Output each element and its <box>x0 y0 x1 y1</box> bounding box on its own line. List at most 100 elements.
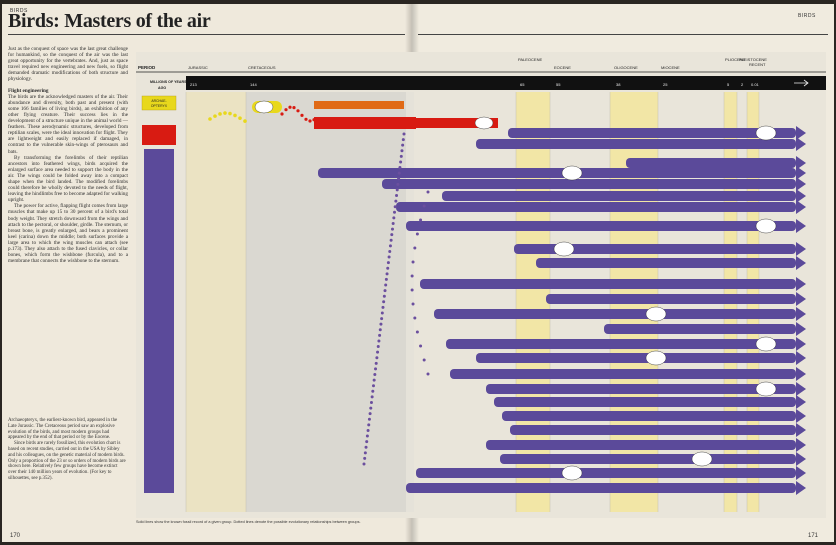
bird-silhouette-icon-8 <box>691 451 713 467</box>
period-label: PERIOD <box>138 65 156 70</box>
archaeopteryx-box <box>141 95 177 111</box>
archaeopteryx-label-2: OPTERYX <box>151 104 168 108</box>
ancestry-dot-main-7 <box>397 171 401 175</box>
modern-lineage-bar-2 <box>626 158 796 168</box>
bird-silhouette-icon-9 <box>561 465 583 481</box>
ancestry-dot-main-40 <box>375 356 379 360</box>
page-number-right: 171 <box>808 533 819 539</box>
modern-lineage-bar-17 <box>486 384 796 394</box>
bird-silhouette-icon-7 <box>755 381 777 397</box>
modern-lineage-arrowhead-3 <box>796 166 806 180</box>
modern-lineage-arrowhead-21 <box>796 438 806 452</box>
ancestry-dot-branch-12 <box>422 358 426 362</box>
modern-lineage-arrowhead-7 <box>796 219 806 233</box>
mya-tick-4: 38 <box>616 82 621 87</box>
archaeopteryx-dot-1 <box>213 114 217 118</box>
archaeopteryx-label-1: ARCHAE- <box>151 99 166 103</box>
period-miocene: MIOCENE <box>661 65 680 70</box>
time-zone-band-2 <box>406 92 414 512</box>
title-rule-right <box>418 34 828 35</box>
ancestry-dot-main-31 <box>381 305 385 309</box>
flight-engineering-heading: Flight engineering <box>8 87 49 94</box>
ancestry-dot-branch-1 <box>422 204 426 208</box>
modern-lineage-arrowhead-24 <box>796 481 806 495</box>
archaeopteryx-dot-3 <box>223 111 227 115</box>
ancestry-dot-branch-10 <box>415 330 419 334</box>
ancestry-dot-main-58 <box>363 456 367 460</box>
modern-lineage-bar-10 <box>420 279 796 289</box>
ancestry-dot-branch-8 <box>411 302 415 306</box>
ancestry-dot-main-50 <box>368 412 372 416</box>
mya-tick-8: 0.01 <box>751 82 760 87</box>
ancestry-dot-branch-3 <box>415 232 419 236</box>
bird-silhouette-icon-1 <box>561 165 583 181</box>
mya-tick-3: 55 <box>556 82 561 87</box>
flight-paragraph-2: By transforming the forelimbs of their r… <box>8 154 128 204</box>
ancestry-dot-main-14 <box>393 210 397 214</box>
archaeopteryx-dot-5 <box>233 113 237 118</box>
time-arrow <box>794 79 809 87</box>
period-recent: RECENT <box>749 62 766 67</box>
mya-tick-0: 213 <box>190 82 197 87</box>
ancestry-dot-main-11 <box>395 194 399 198</box>
modern-lineage-arrowhead-0 <box>796 126 806 140</box>
caption-paragraph-1: Archaeopteryx, the earliest-known bird, … <box>8 418 118 441</box>
archaeopteryx-dot-4 <box>228 111 232 116</box>
modern-lineage-arrowhead-14 <box>796 337 806 351</box>
modern-lineage-bar-20 <box>510 425 796 435</box>
archaeopteryx-dot-7 <box>243 119 247 123</box>
modern-lineage-bar-12 <box>434 309 796 319</box>
ancestry-dot-main-46 <box>371 389 375 393</box>
caption-column: Archaeopteryx, the earliest-known bird, … <box>8 418 126 482</box>
extinct-dot-1 <box>284 108 288 112</box>
archaeopteryx-dot-0 <box>208 117 212 121</box>
modern-lineage-bar-13 <box>604 324 796 334</box>
modern-lineage-arrowhead-12 <box>796 307 806 321</box>
ancestry-dot-branch-4 <box>413 246 417 250</box>
mya-tick-1: 144 <box>250 82 257 87</box>
bird-silhouette-icon-5 <box>755 336 777 352</box>
ancestry-dot-main-22 <box>387 255 391 259</box>
caption-paragraph-2: Since birds are rarely fossilized, this … <box>8 441 126 481</box>
modern-lineage-arrowhead-17 <box>796 382 806 396</box>
period-oligocene: OLIGOCENE <box>614 65 638 70</box>
ancestry-dot-main-51 <box>367 417 371 421</box>
extinct-dot-2 <box>288 105 292 109</box>
modern-lineage-bar-16 <box>450 369 796 379</box>
period-pleistocene: PLEISTOCENE <box>739 57 767 62</box>
modern-lineage-bar-15 <box>476 353 796 363</box>
bird-silhouette-icon-0 <box>755 125 777 141</box>
ancestry-dot-branch-7 <box>410 288 414 292</box>
ancestry-dot-main-0 <box>402 132 406 136</box>
ancestry-dot-main-55 <box>365 440 369 444</box>
ancestry-dot-main-39 <box>376 350 380 354</box>
extinct-dot-4 <box>296 109 300 113</box>
ancestry-dot-main-16 <box>391 221 395 225</box>
ancestry-dot-main-57 <box>363 451 367 455</box>
ancestry-dot-main-38 <box>376 345 380 349</box>
modern-lineage-arrowhead-13 <box>796 322 806 336</box>
ancestry-dot-branch-13 <box>426 372 430 376</box>
period-cretaceous: CRETACEOUS <box>248 65 276 70</box>
ancestry-dot-main-44 <box>372 378 376 382</box>
chart-footnote: Solid lines show the known fossil record… <box>136 520 361 524</box>
diatryma-silhouette-icon <box>474 116 494 130</box>
modern-lineage-arrowhead-23 <box>796 466 806 480</box>
bird-silhouette-icon-3 <box>553 241 575 257</box>
period-jurassic: JURASSIC <box>188 65 208 70</box>
ichthyornithiformes-bar <box>314 117 416 129</box>
extinct-dot-3 <box>292 106 296 110</box>
modern-lineage-bar-19 <box>502 411 796 421</box>
modern-lineage-arrowhead-5 <box>796 189 806 203</box>
ancestry-dot-main-32 <box>380 311 384 315</box>
diatryma-bar <box>414 118 498 128</box>
ancestry-dot-main-47 <box>370 395 374 399</box>
flight-paragraph-1: The birds are the acknowledged masters o… <box>8 93 128 155</box>
bird-silhouette-icon-2 <box>755 218 777 234</box>
extinct-dot-8 <box>312 118 316 122</box>
ancestry-dot-main-35 <box>378 328 382 332</box>
hesperornithiformes-bar <box>314 101 404 109</box>
modern-lineage-arrowhead-6 <box>796 200 806 214</box>
